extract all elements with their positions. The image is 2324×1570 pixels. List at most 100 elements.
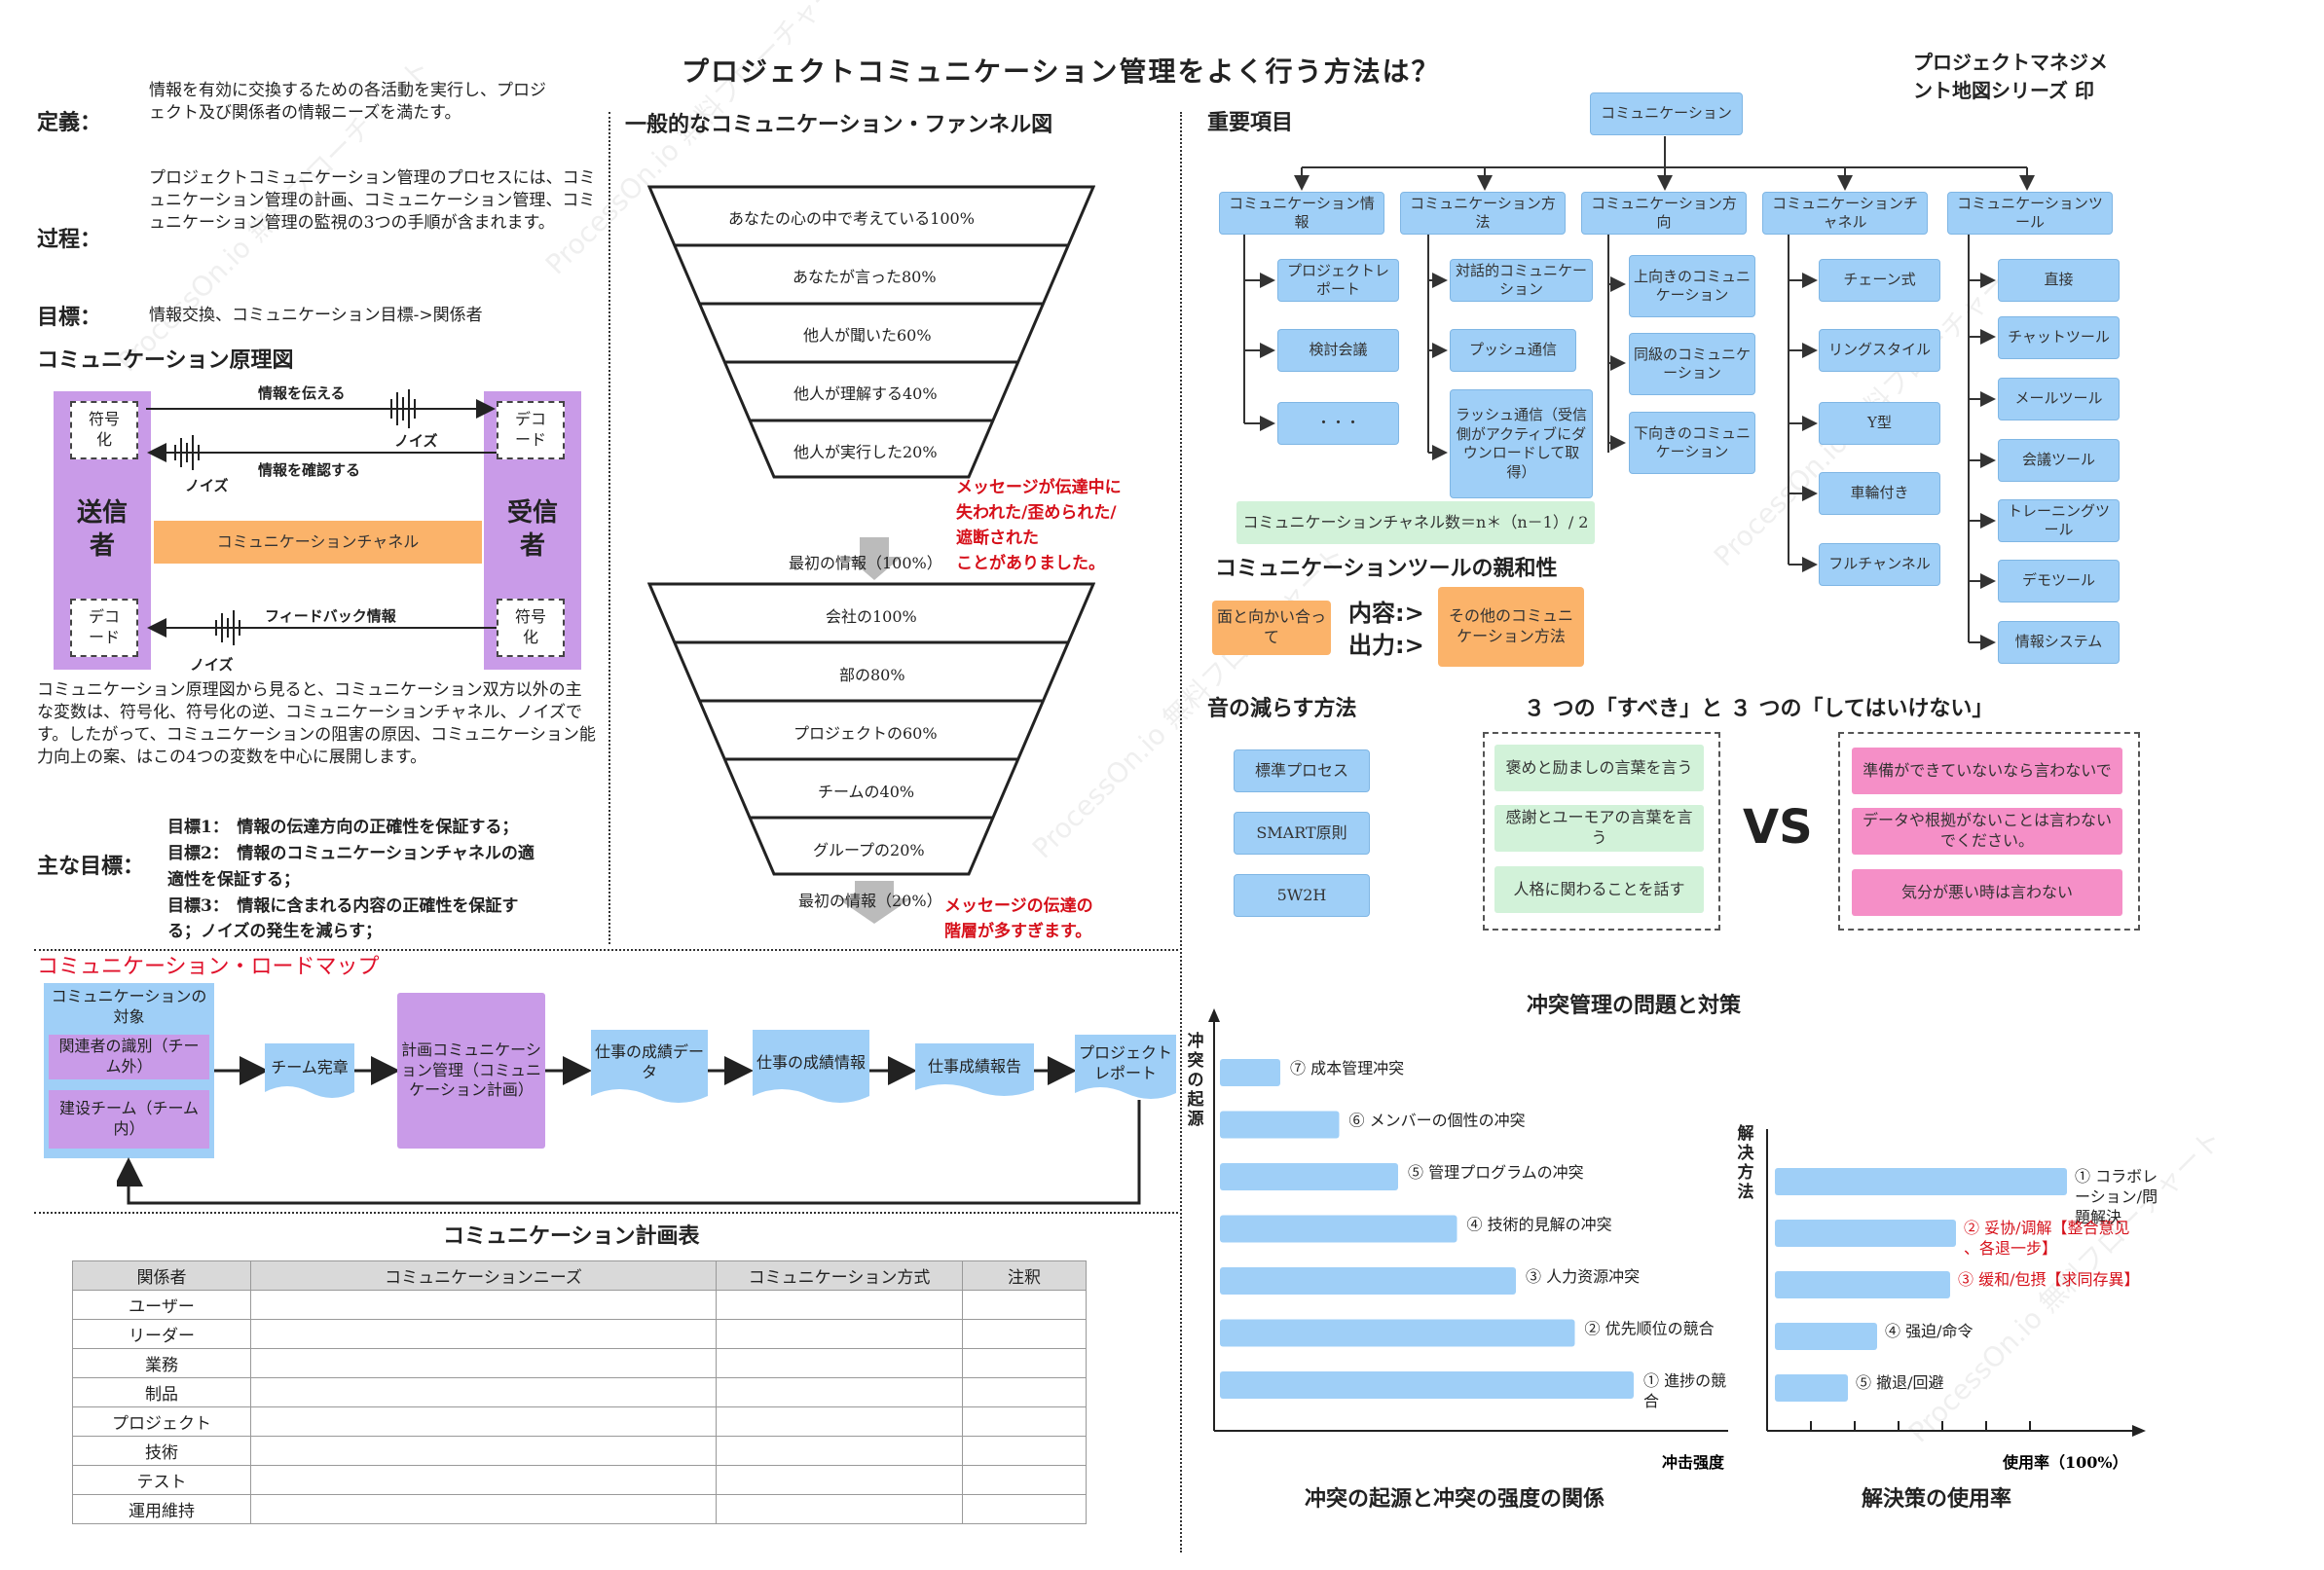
tree-item: 上向きのコミュニケーション bbox=[1629, 255, 1755, 317]
plan-table-cell[interactable] bbox=[716, 1406, 963, 1437]
should-title: ３ つの「すべき」と ３ つの「してはいけない」 bbox=[1524, 696, 1994, 721]
divider bbox=[34, 1212, 1178, 1214]
plan-table-cell[interactable] bbox=[962, 1377, 1087, 1407]
roadmap-step-shape bbox=[265, 1043, 354, 1098]
tree-item: 車輪付き bbox=[1819, 472, 1940, 515]
plan-table-cell[interactable] bbox=[716, 1436, 963, 1466]
noise-label: ノイズ bbox=[190, 656, 234, 674]
roadmap-step: 仕事の成績情報 bbox=[756, 1052, 867, 1072]
tree-item: 会議ツール bbox=[1998, 439, 2120, 482]
plan-table-cell[interactable] bbox=[716, 1348, 963, 1378]
funnel-level: グループの20% bbox=[813, 841, 925, 859]
funnel-note: メッセージの伝達の bbox=[944, 896, 1093, 916]
affinity-content-label: 内容:> bbox=[1348, 600, 1424, 627]
decode-box-2: デコード bbox=[70, 599, 138, 657]
plan-table-header-row: 関係者 コミュニケーションニーズ コミュニケーション方式 注釈 bbox=[72, 1260, 1087, 1291]
plan-table-cell: テスト bbox=[72, 1465, 251, 1495]
funnel-note: 階層が多すぎます。 bbox=[944, 922, 1092, 941]
roadmap-step: 計画コミュニケーション管理（コミュニケーション計画） bbox=[397, 993, 545, 1149]
msg-send-label: 情報を伝える bbox=[258, 384, 346, 402]
affinity-output-label: 出力:> bbox=[1348, 632, 1424, 659]
roadmap-title: コミュニケーション・ロードマップ bbox=[37, 955, 380, 979]
y-axis-label: 起 bbox=[1187, 1089, 1205, 1110]
plan-table-title: コミュニケーション計画表 bbox=[443, 1223, 700, 1249]
plan-table-cell[interactable] bbox=[250, 1436, 717, 1466]
plan-table-cell[interactable] bbox=[716, 1319, 963, 1349]
series-label-2: ント地図シリーズ 印 bbox=[1913, 79, 2094, 102]
funnel-bottom-label: 最初の情報（20%） bbox=[798, 892, 942, 910]
table-row: プロジェクト bbox=[72, 1406, 1087, 1437]
plan-table-cell[interactable] bbox=[962, 1348, 1087, 1378]
channel-bar: コミュニケーションチャネル bbox=[154, 521, 482, 564]
plan-table-cell[interactable] bbox=[962, 1406, 1087, 1437]
bar-label: ② 优先顺位の競合 bbox=[1585, 1320, 1715, 1338]
series-label-1: プロジェクトマネジメ bbox=[1913, 51, 2108, 74]
funnel-level: チームの40% bbox=[818, 783, 915, 801]
x-axis-arrow bbox=[2132, 1425, 2146, 1437]
tree-item: チャットツール bbox=[1998, 316, 2120, 359]
noise-reduce-title: 音の減らす方法 bbox=[1207, 696, 1357, 721]
bar-label: ⑤ 管理プログラムの冲突 bbox=[1408, 1163, 1584, 1182]
funnel-level: 他人が実行した20% bbox=[793, 443, 938, 461]
important-title: 重要項目 bbox=[1207, 110, 1294, 135]
encode-box-2: 符号化 bbox=[497, 599, 565, 657]
plan-table-cell[interactable] bbox=[962, 1319, 1087, 1349]
plan-table-cell[interactable] bbox=[716, 1377, 963, 1407]
roadmap-step-shape bbox=[753, 1030, 869, 1103]
divider bbox=[1180, 112, 1182, 1552]
main-goal-line: 目標1： 情報の伝達方向の正確性を保証する； bbox=[167, 818, 519, 837]
tree-column-head: コミュニケーション情報 bbox=[1219, 192, 1384, 235]
chart1-title: 冲突の起源と冲突の强度の関係 bbox=[1305, 1486, 1605, 1512]
plan-table: 関係者 コミュニケーションニーズ コミュニケーション方式 注釈 ユーザー リーダ… bbox=[72, 1260, 1087, 1524]
main-goal-line: 目標2： 情報のコミュニケーションチャネルの適 bbox=[167, 844, 535, 863]
bar bbox=[1775, 1220, 1956, 1247]
plan-table-cell[interactable] bbox=[250, 1348, 717, 1378]
roadmap-step: 仕事の成績データ bbox=[595, 1042, 705, 1081]
plan-table-cell[interactable] bbox=[716, 1290, 963, 1320]
tree-item: 同級のコミュニケーション bbox=[1629, 333, 1755, 395]
decode-box-1: デコード bbox=[497, 401, 565, 459]
plan-table-cell[interactable] bbox=[250, 1319, 717, 1349]
y-axis-label: 方 bbox=[1738, 1162, 1754, 1183]
bar bbox=[1220, 1371, 1634, 1399]
plan-table-cell[interactable] bbox=[716, 1465, 963, 1495]
plan-table-cell[interactable] bbox=[250, 1494, 717, 1524]
feedback-label: フィードバック情報 bbox=[265, 607, 396, 625]
tree-column-head: コミュニケーションチャネル bbox=[1762, 192, 1928, 235]
tree-item: 下向きのコミュニケーション bbox=[1629, 412, 1755, 474]
plan-table-cell[interactable] bbox=[250, 1290, 717, 1320]
funnel-level: 部の80% bbox=[839, 666, 905, 684]
plan-table-cell[interactable] bbox=[250, 1465, 717, 1495]
tree-item: チェーン式 bbox=[1819, 259, 1940, 302]
x-axis-label: 使用率（100%） bbox=[2002, 1453, 2128, 1472]
table-row: テスト bbox=[72, 1465, 1087, 1495]
plan-table-cell[interactable] bbox=[716, 1494, 963, 1524]
plan-table-cell[interactable] bbox=[250, 1377, 717, 1407]
page-title: プロジェクトコミュニケーション管理をよく行う方法は？ bbox=[682, 55, 1441, 88]
plan-table-cell[interactable] bbox=[250, 1406, 717, 1437]
bar-label: ② 妥协/调解【整合意见 bbox=[1964, 1219, 2129, 1237]
plan-table-header: 関係者 bbox=[72, 1260, 251, 1291]
funnel-level: 他人が聞いた60% bbox=[803, 326, 932, 345]
plan-table-cell[interactable] bbox=[962, 1290, 1087, 1320]
tree-item: 対話的コミュニケーション bbox=[1450, 259, 1593, 302]
bar bbox=[1220, 1163, 1398, 1190]
main-goals-label: 主な目標： bbox=[37, 854, 145, 879]
tree-item: デモツール bbox=[1998, 560, 2120, 602]
roadmap-step-shape bbox=[1075, 1035, 1176, 1099]
bar bbox=[1220, 1059, 1280, 1086]
funnel-level: 会社の100% bbox=[826, 607, 917, 626]
sender-label: 送信者 bbox=[76, 498, 128, 561]
roadmap-step: 仕事成績報告 bbox=[927, 1056, 1021, 1076]
process-label: 过程： bbox=[37, 227, 102, 252]
main-goal-line: 目標3： 情報に含まれる内容の正確性を保証す bbox=[167, 896, 519, 916]
bar-label: 、各退一步】 bbox=[1964, 1239, 2057, 1258]
y-axis-label: 源 bbox=[1188, 1109, 1204, 1129]
plan-table-cell[interactable] bbox=[962, 1465, 1087, 1495]
chart2-title: 解決策の使用率 bbox=[1862, 1486, 2012, 1512]
funnel-top-shape bbox=[647, 185, 1095, 479]
plan-table-cell[interactable] bbox=[962, 1436, 1087, 1466]
definition-label: 定義： bbox=[37, 110, 102, 135]
plan-table-cell[interactable] bbox=[962, 1494, 1087, 1524]
tree-item: 情報システム bbox=[1998, 621, 2120, 664]
